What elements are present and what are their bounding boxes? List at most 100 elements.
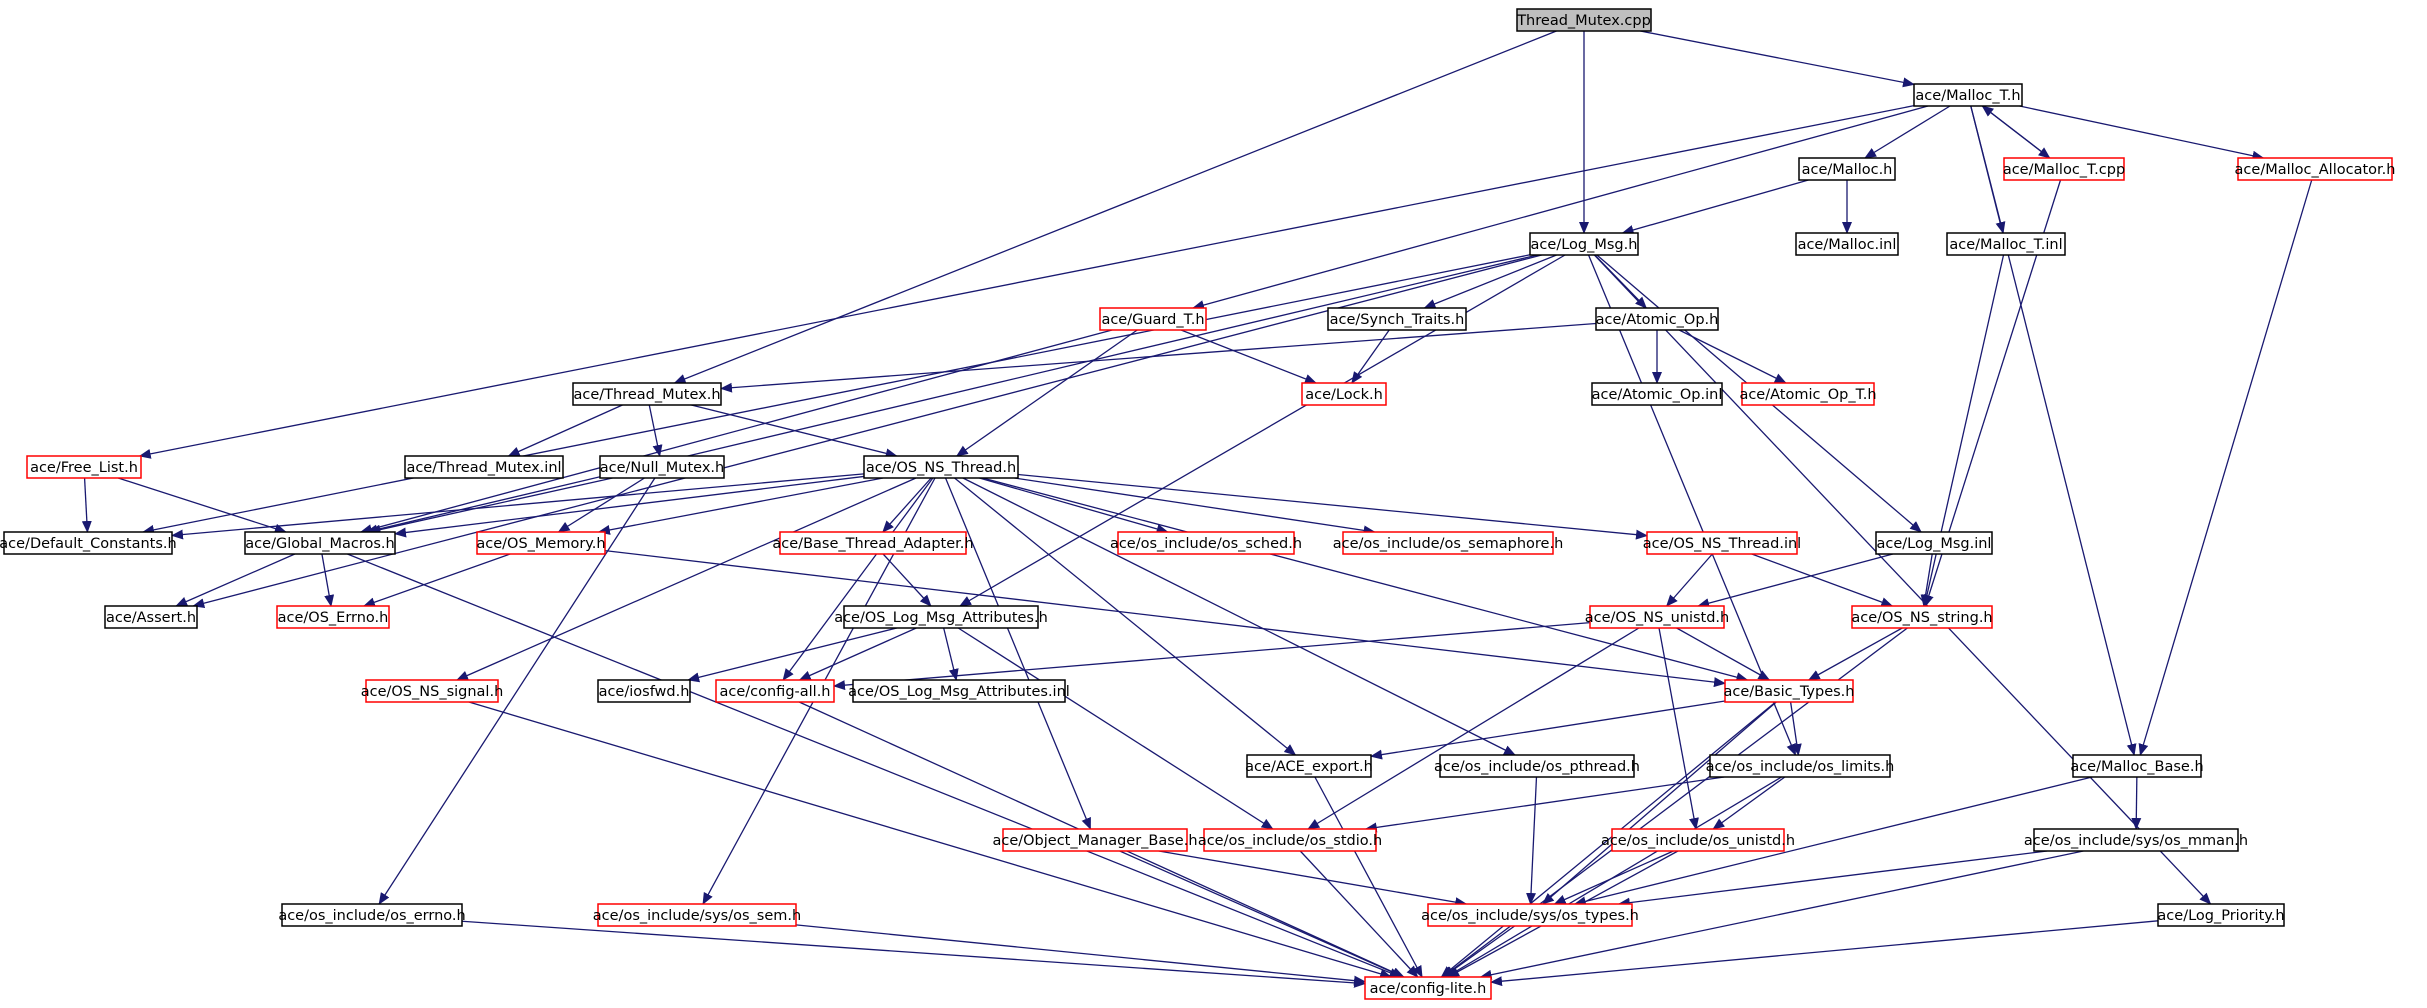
node-label: ace/OS_Errno.h <box>278 610 389 626</box>
node-os-ns-thread-inl[interactable]: ace/OS_NS_Thread.inl <box>1643 531 1801 555</box>
node-label: ace/Free_List.h <box>30 460 138 476</box>
node-ace-export-h[interactable]: ace/ACE_export.h <box>1245 754 1373 778</box>
node-label: ace/Malloc.inl <box>1798 237 1897 253</box>
node-log-priority-h[interactable]: ace/Log_Priority.h <box>2157 903 2285 927</box>
edge-os_pthread_h-to-sys_os_types_h <box>1526 776 1538 905</box>
node-box <box>1798 157 1896 181</box>
edge-basic_types_h-to-os_limits_h <box>1789 701 1802 756</box>
node-box <box>1427 903 1633 927</box>
node-os-log-msg-attributes-inl[interactable]: ace/OS_Log_Msg_Attributes.inl <box>848 679 1070 703</box>
node-thread-mutex-cpp: Thread_Mutex.cpp <box>1516 8 1652 32</box>
edge-os_ns_thread_h-to-basic_types_h <box>982 477 1749 683</box>
node-malloc-t-inl[interactable]: ace/Malloc_T.inl <box>1946 232 2066 256</box>
node-label: ace/Thread_Mutex.h <box>573 387 720 403</box>
node-label: ace/Atomic_Op.inl <box>1592 387 1723 403</box>
node-label: ace/os_include/os_stdio.h <box>1198 833 1382 849</box>
edge-malloc_h-to-log_msg_h <box>1621 179 1809 235</box>
edge-os_ns_signal_h-to-config_lite_h <box>468 701 1393 979</box>
node-os-unistd-h[interactable]: ace/os_include/os_unistd.h <box>1601 828 1795 852</box>
node-label: ace/Malloc_Base.h <box>2070 759 2203 775</box>
node-os-memory-h[interactable]: ace/OS_Memory.h <box>476 531 606 555</box>
node-malloc-base-h[interactable]: ace/Malloc_Base.h <box>2070 754 2204 778</box>
node-global-macros-h[interactable]: ace/Global_Macros.h <box>244 531 396 555</box>
node-label: ace/os_include/sys/os_sem.h <box>593 908 801 924</box>
node-os-limits-h[interactable]: ace/os_include/os_limits.h <box>1706 754 1895 778</box>
edge-os_ns_string_h-to-basic_types_h <box>1807 627 1903 681</box>
node-os-sched-h[interactable]: ace/os_include/os_sched.h <box>1110 531 1302 555</box>
node-label: ace/Synch_Traits.h <box>1330 312 1465 328</box>
node-malloc-inl[interactable]: ace/Malloc.inl <box>1795 232 1899 256</box>
node-label: ace/Log_Msg.inl <box>1877 536 1992 552</box>
node-box <box>365 679 499 703</box>
node-os-ns-unistd-h[interactable]: ace/OS_NS_unistd.h <box>1585 605 1729 629</box>
node-label: ace/OS_NS_string.h <box>1851 610 1992 626</box>
node-label: ace/OS_Memory.h <box>476 536 605 552</box>
node-config-lite-h[interactable]: ace/config-lite.h <box>1364 976 1492 1000</box>
edge-os_ns_thread_h-to-default_constants_h <box>171 473 865 540</box>
edge-sys_os_mman_h-to-config_lite_h <box>1479 850 2084 980</box>
node-lock-h[interactable]: ace/Lock.h <box>1301 382 1387 406</box>
node-null-mutex-h[interactable]: ace/Null_Mutex.h <box>599 455 725 479</box>
node-atomic-op-h[interactable]: ace/Atomic_Op.h <box>1595 307 1719 331</box>
node-box <box>3 531 173 555</box>
node-config-all-h[interactable]: ace/config-all.h <box>715 679 835 703</box>
node-malloc-h[interactable]: ace/Malloc.h <box>1798 157 1896 181</box>
node-basic-types-h[interactable]: ace/Basic_Types.h <box>1724 679 1855 703</box>
node-base-thread-adapter-h[interactable]: ace/Base_Thread_Adapter.h <box>772 531 974 555</box>
node-os-ns-thread-h[interactable]: ace/OS_NS_Thread.h <box>863 455 1019 479</box>
node-assert-h[interactable]: ace/Assert.h <box>104 605 198 629</box>
edge-object_manager_base_h-to-sys_os_types_h <box>1158 850 1468 908</box>
node-label: ace/os_include/os_sched.h <box>1110 536 1302 552</box>
node-box <box>1099 307 1207 331</box>
node-default-constants-h[interactable]: ace/Default_Constants.h <box>0 531 177 555</box>
node-free-list-h[interactable]: ace/Free_List.h <box>26 455 142 479</box>
node-box <box>2237 157 2393 181</box>
node-label: ace/Lock.h <box>1305 387 1383 403</box>
node-label: ace/Malloc_T.inl <box>1949 237 2062 253</box>
edge-global_macros_h-to-assert_h <box>175 553 296 607</box>
node-os-semaphore-h[interactable]: ace/os_include/os_semaphore.h <box>1333 531 1564 555</box>
node-malloc-allocator-h[interactable]: ace/Malloc_Allocator.h <box>2235 157 2396 181</box>
edge-malloc_base_h-to-sys_os_mman_h <box>2131 776 2142 830</box>
node-synch-traits-h[interactable]: ace/Synch_Traits.h <box>1327 307 1467 331</box>
node-malloc-t-h[interactable]: ace/Malloc_T.h <box>1913 83 2023 107</box>
edge-os_log_msg_attributes_h-to-os_log_msg_attributes_inl <box>943 627 959 681</box>
node-os-pthread-h[interactable]: ace/os_include/os_pthread.h <box>1434 754 1640 778</box>
edge-null_mutex_h-to-global_macros_h <box>368 477 613 535</box>
node-log-msg-inl[interactable]: ace/Log_Msg.inl <box>1875 531 1993 555</box>
node-os-log-msg-attributes-h[interactable]: ace/OS_Log_Msg_Attributes.h <box>834 605 1048 629</box>
node-sys-os-mman-h[interactable]: ace/os_include/sys/os_mman.h <box>2024 828 2248 852</box>
edge-os_ns_thread_h-to-ace_export_h <box>954 477 1297 756</box>
edge-malloc_t_h-to-guard_t_h <box>1192 105 1929 310</box>
node-os-errno-inc-h[interactable]: ace/os_include/os_errno.h <box>278 903 466 927</box>
node-sys-os-types-h[interactable]: ace/os_include/sys/os_types.h <box>1421 903 1639 927</box>
node-box <box>597 679 691 703</box>
node-guard-t-h[interactable]: ace/Guard_T.h <box>1099 307 1207 331</box>
node-box <box>26 455 142 479</box>
node-atomic-op-t-h[interactable]: ace/Atomic_Op_T.h <box>1739 382 1877 406</box>
nodes-layer: Thread_Mutex.cpp ace/Malloc_T.h ace/Malloc… <box>0 8 2396 1000</box>
node-thread-mutex-inl[interactable]: ace/Thread_Mutex.inl <box>404 455 564 479</box>
node-os-stdio-h[interactable]: ace/os_include/os_stdio.h <box>1198 828 1382 852</box>
node-box <box>1595 307 1719 331</box>
node-box <box>476 531 606 555</box>
node-os-ns-signal-h[interactable]: ace/OS_NS_signal.h <box>361 679 504 703</box>
node-os-errno-h[interactable]: ace/OS_Errno.h <box>276 605 390 629</box>
edge-os_ns_thread_h-to-config_all_h <box>782 477 934 681</box>
node-iosfwd-h[interactable]: ace/iosfwd.h <box>597 679 691 703</box>
edge-null_mutex_h-to-os_errno_inc_h <box>378 477 656 905</box>
node-box <box>1342 531 1554 555</box>
node-log-msg-h[interactable]: ace/Log_Msg.h <box>1529 232 1639 256</box>
node-sys-os-sem-h[interactable]: ace/os_include/sys/os_sem.h <box>593 903 801 927</box>
edge-os_errno_inc_h-to-config_lite_h <box>461 920 1366 988</box>
edge-os_ns_thread_h-to-os_pthread_h <box>962 477 1516 756</box>
edge-free_list_h-to-global_macros_h <box>117 477 287 534</box>
node-malloc-t-cpp[interactable]: ace/Malloc_T.cpp <box>2003 157 2125 181</box>
node-object-manager-base-h[interactable]: ace/Object_Manager_Base.h <box>992 828 1198 852</box>
node-atomic-op-inl[interactable]: ace/Atomic_Op.inl <box>1591 382 1723 406</box>
node-box <box>1117 531 1295 555</box>
node-thread-mutex-h[interactable]: ace/Thread_Mutex.h <box>572 382 722 406</box>
node-os-ns-string-h[interactable]: ace/OS_NS_string.h <box>1851 605 1993 629</box>
node-box <box>1364 976 1492 1000</box>
edge-os_log_msg_attributes_h-to-iosfwd_h <box>687 627 898 683</box>
